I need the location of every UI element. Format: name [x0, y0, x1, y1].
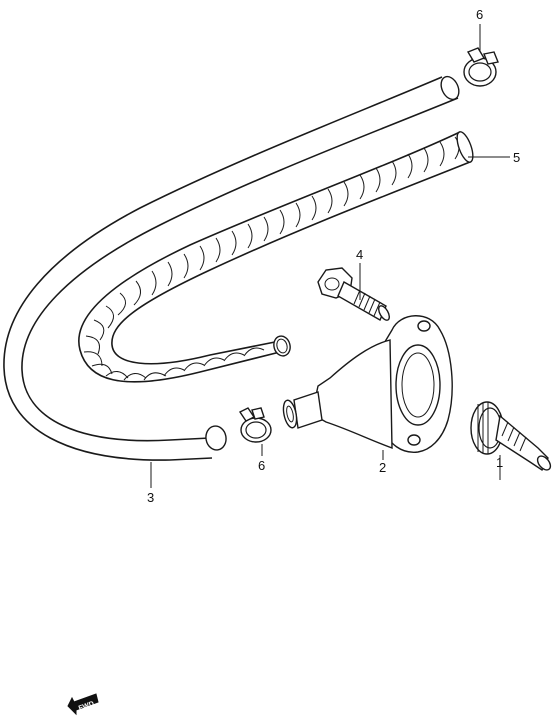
protector-icon — [78, 131, 474, 383]
callout-6-top: 6 — [476, 7, 484, 22]
callout-4: 4 — [356, 247, 364, 262]
bolt-icon — [317, 267, 390, 321]
fwd-marker: FWD — [67, 693, 99, 716]
plug-icon — [470, 401, 552, 472]
callout-3: 3 — [147, 490, 155, 505]
leader-lines — [150, 24, 510, 488]
housing-icon — [282, 315, 453, 453]
hose-icon — [3, 75, 460, 461]
callout-6-bottom: 6 — [258, 458, 266, 473]
clamp-icon — [238, 407, 272, 443]
clamp-icon — [463, 47, 499, 87]
callout-2: 2 — [379, 460, 387, 475]
arrow-left-icon — [67, 693, 99, 716]
callout-1: 1 — [496, 455, 504, 470]
callout-5: 5 — [513, 150, 521, 165]
